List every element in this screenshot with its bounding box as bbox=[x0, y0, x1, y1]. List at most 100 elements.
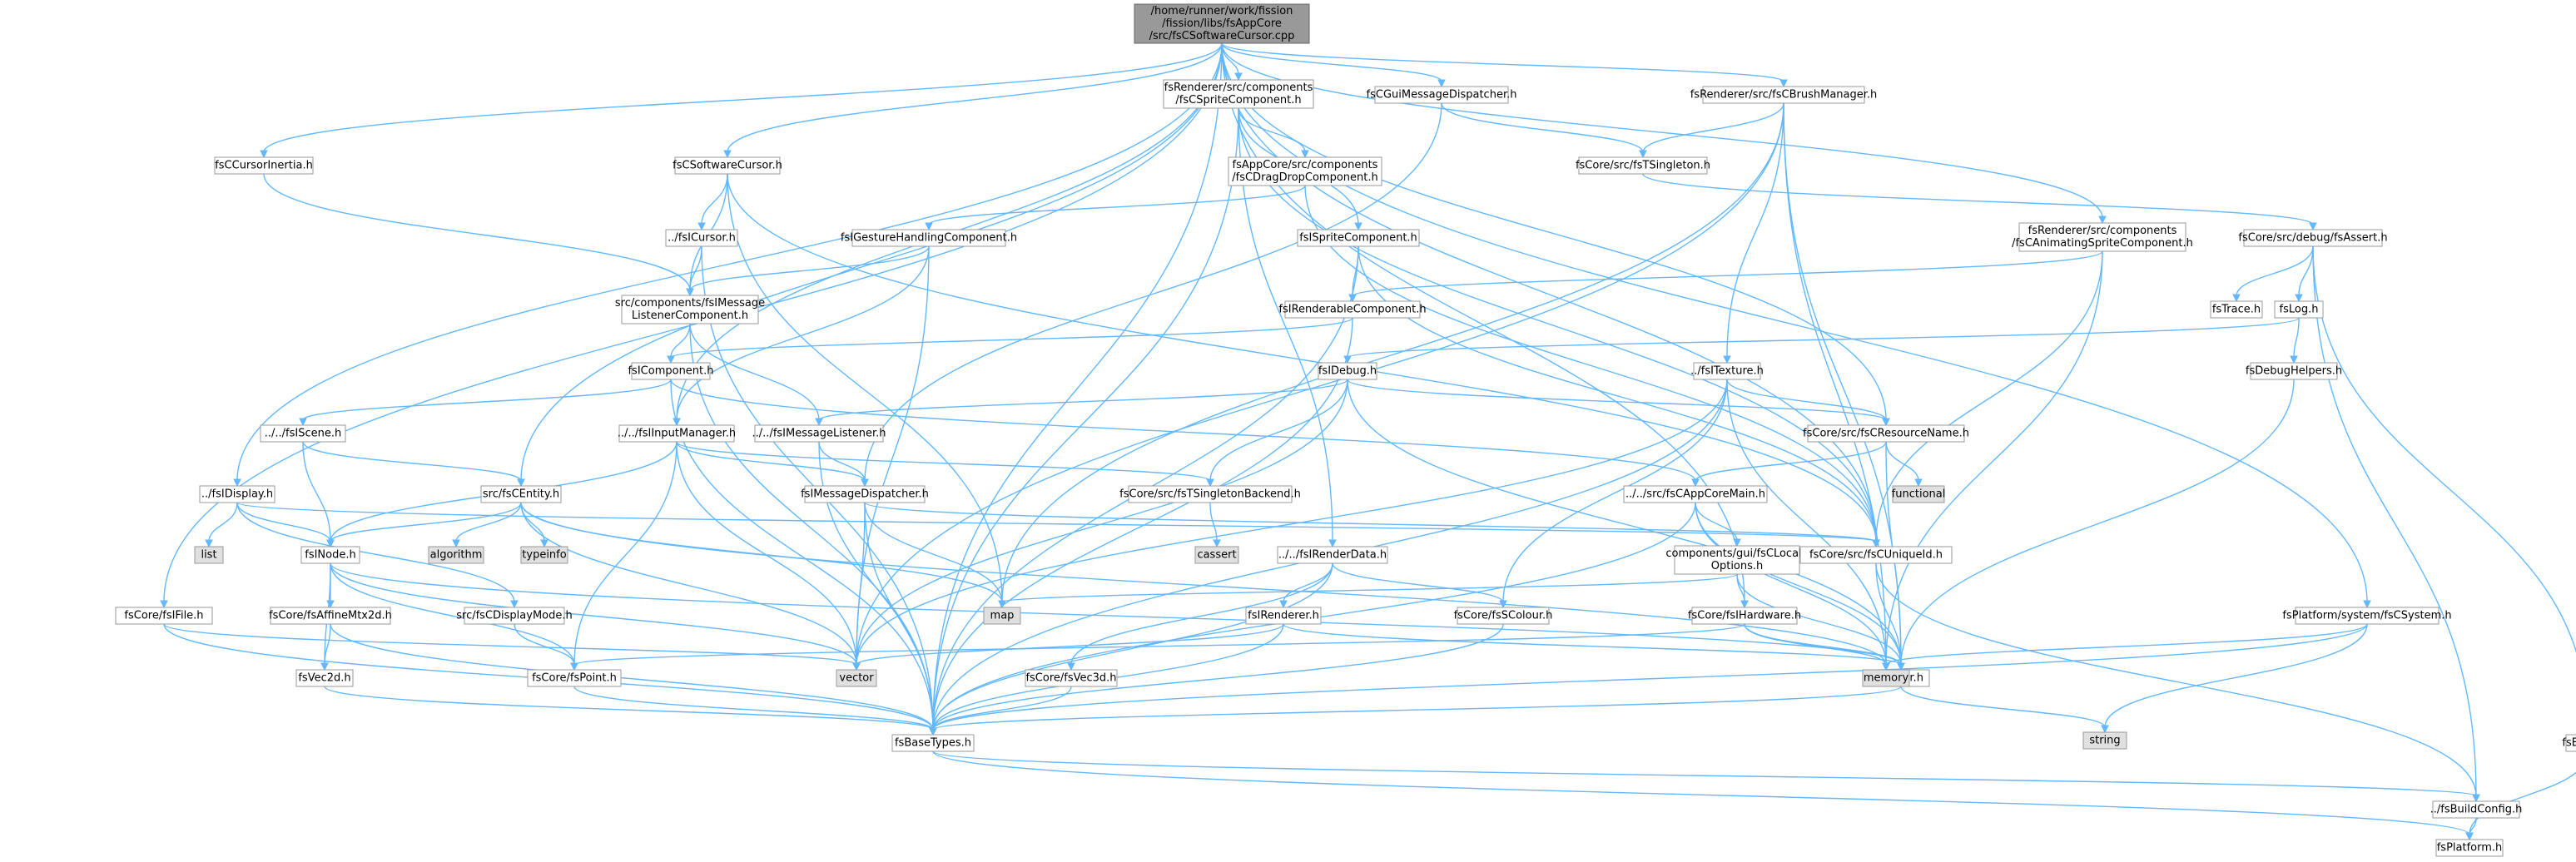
edge-n_debughelpers-to-n_fsstr bbox=[1900, 379, 2295, 666]
edge-arrowhead bbox=[1691, 478, 1700, 488]
node-label: fsRenderer/src/components bbox=[2028, 225, 2177, 237]
node-itexture[interactable]: ../fsITexture.h bbox=[1690, 362, 1764, 380]
node-log[interactable]: fsLog.h bbox=[2274, 300, 2324, 319]
node-trace[interactable]: fsTrace.h bbox=[2210, 300, 2263, 319]
edge-n_gesture-to-n_msglistenercomp bbox=[689, 245, 930, 291]
edge-n_point-to-n_basetypes bbox=[573, 686, 934, 731]
node-cursorinertia[interactable]: fsCCursorInertia.h bbox=[214, 156, 314, 175]
edge-n_gesture-to-n_inputmgr bbox=[676, 245, 930, 421]
node-box bbox=[1457, 607, 1550, 625]
node-point[interactable]: fsCore/fsPoint.h bbox=[527, 669, 622, 687]
node-spritecomp[interactable]: fsRenderer/src/components/fsCSpriteCompo… bbox=[1163, 79, 1314, 109]
node-inode[interactable]: fsINode.h bbox=[300, 546, 360, 564]
edge-n_inputmgr-to-n_point bbox=[573, 441, 678, 666]
node-label: ../fsIDisplay.h bbox=[201, 488, 273, 501]
node-resname[interactable]: fsCore/src/fsCResourceName.h bbox=[1803, 424, 1969, 443]
node-affine[interactable]: fsCore/fsAffineMtx2d.h bbox=[269, 607, 392, 625]
edge-n_isprite-to-n_uniqueid bbox=[1357, 245, 1877, 542]
node-animsprite[interactable]: fsRenderer/src/components/fsCAnimatingSp… bbox=[2012, 222, 2193, 252]
edge-n_brushmgr-to-n_fsstr bbox=[1783, 102, 1902, 666]
edge-n_icomponent-to-n_basetypes bbox=[670, 379, 934, 731]
node-debughelpers[interactable]: fsDebugHelpers.h bbox=[2246, 362, 2342, 380]
node-label: fsCore/src/fsTSingleton.h bbox=[1576, 160, 1710, 172]
node-brushmgr[interactable]: fsRenderer/src/fsCBrushManager.h bbox=[1690, 86, 1878, 104]
node-iscene[interactable]: ../../fsIScene.h bbox=[260, 424, 346, 443]
node-box bbox=[1277, 546, 1388, 564]
node-ifile[interactable]: fsCore/fsIFile.h bbox=[115, 607, 213, 625]
node-msglistener[interactable]: ../../fsIMessageListener.h bbox=[752, 424, 886, 443]
edge-n_msgdispatcher-to-n_map bbox=[864, 502, 1003, 603]
node-root[interactable]: /home/runner/work/fission/fission/libs/f… bbox=[1134, 3, 1310, 44]
node-uniqueid[interactable]: fsCore/src/fsCUniqueId.h bbox=[1799, 546, 1953, 564]
node-buildconfig[interactable]: ../fsBuildConfig.h bbox=[2430, 800, 2523, 819]
node-label: ../../fsIScene.h bbox=[265, 428, 341, 440]
node-box bbox=[2243, 229, 2383, 247]
node-displaymode[interactable]: src/fsCDisplayMode.h bbox=[456, 607, 573, 625]
node-singletonbackend[interactable]: fsCore/src/fsTSingletonBackend.h bbox=[1119, 485, 1301, 503]
node-label: ../../fsIRenderData.h bbox=[1278, 549, 1387, 562]
node-label: fsDebugHelpers.h bbox=[2246, 365, 2342, 378]
node-vector: vector bbox=[836, 669, 877, 687]
edge-n_msglistenercomp-to-n_msglistener bbox=[689, 323, 820, 421]
node-renderable[interactable]: fsIRenderableComponent.h bbox=[1278, 300, 1427, 319]
node-assert[interactable]: fsCore/src/debug/fsAssert.h bbox=[2238, 229, 2388, 247]
edge-n_singletonbackend-to-n_cassert bbox=[1209, 502, 1218, 542]
edge-arrowhead bbox=[1733, 538, 1741, 547]
edge-arrowhead bbox=[1723, 355, 1731, 364]
edge-n_spritecomp-to-n_basetypes bbox=[932, 107, 1239, 731]
edge-arrowhead bbox=[1437, 79, 1446, 88]
node-label: fsCore/fsSColour.h bbox=[1454, 610, 1553, 622]
node-isprite[interactable]: fsISpriteComponent.h bbox=[1297, 229, 1420, 247]
node-box bbox=[1578, 156, 1708, 175]
node-msglistenercomp[interactable]: src/components/fsIMessageListenerCompone… bbox=[615, 295, 765, 324]
edge-n_affine-to-n_basetypes bbox=[330, 623, 934, 731]
node-hardware[interactable]: fsCore/fsIHardware.h bbox=[1688, 607, 1801, 625]
node-renderdata[interactable]: ../../fsIRenderData.h bbox=[1277, 546, 1388, 564]
node-softcursor[interactable]: fsCSoftwareCursor.h bbox=[673, 156, 782, 175]
node-basetypes[interactable]: fsBaseTypes.h bbox=[891, 734, 975, 752]
node-centity[interactable]: src/fsCEntity.h bbox=[480, 485, 562, 503]
node-irenderer[interactable]: fsIRenderer.h bbox=[1245, 607, 1322, 625]
edge-root-to-n_guimsg bbox=[1221, 42, 1442, 82]
edge-arrowhead bbox=[815, 418, 823, 427]
node-box bbox=[2018, 222, 2186, 252]
edge-arrowhead bbox=[233, 478, 241, 488]
node-singleton[interactable]: fsCore/src/fsTSingleton.h bbox=[1576, 156, 1710, 175]
node-icursor[interactable]: ../fsICursor.h bbox=[665, 229, 738, 247]
node-vec3d[interactable]: fsCore/fsVec3d.h bbox=[1025, 669, 1118, 687]
node-algorithm: algorithm bbox=[428, 546, 484, 564]
node-box bbox=[2274, 300, 2324, 319]
node-break[interactable]: fsBreak.h bbox=[2562, 734, 2576, 752]
edge-arrowhead bbox=[1067, 662, 1075, 671]
node-vec2d[interactable]: fsVec2d.h bbox=[295, 669, 354, 687]
edge-n_centity-to-n_memory bbox=[520, 502, 1887, 666]
edge-arrowhead bbox=[723, 150, 732, 159]
node-gesture[interactable]: fsIGestureHandlingComponent.h bbox=[841, 229, 1017, 247]
edge-n_gesture-to-n_vector bbox=[856, 245, 930, 666]
node-msgdispatcher[interactable]: fsIMessageDispatcher.h bbox=[801, 485, 929, 503]
node-label: fsRenderer/src/fsCBrushManager.h bbox=[1690, 89, 1878, 102]
node-label: components/gui/fsCLocale bbox=[1665, 547, 1808, 560]
edge-arrowhead bbox=[2290, 355, 2298, 364]
node-memory: memory bbox=[1862, 669, 1910, 687]
node-idebug[interactable]: fsIDebug.h bbox=[1318, 362, 1377, 380]
edge-n_centity-to-n_inode bbox=[330, 502, 522, 542]
node-box bbox=[115, 607, 213, 625]
edge-n_itexture-to-n_vector bbox=[856, 379, 1728, 666]
node-guimsg[interactable]: fsCGuiMessageDispatcher.h bbox=[1367, 86, 1517, 104]
node-box bbox=[1297, 229, 1420, 247]
node-scolour[interactable]: fsCore/fsSColour.h bbox=[1454, 607, 1553, 625]
node-dragdrop[interactable]: fsAppCore/src/components/fsCDragDropComp… bbox=[1228, 156, 1382, 186]
node-platform[interactable]: fsPlatform.h bbox=[2435, 839, 2504, 857]
node-idisplay[interactable]: ../fsIDisplay.h bbox=[199, 485, 275, 503]
node-label: fsIRenderableComponent.h bbox=[1278, 304, 1426, 316]
node-fssystem[interactable]: fsPlatform/system/fsCSystem.h bbox=[2282, 607, 2452, 625]
edge-n_vec2d-to-n_basetypes bbox=[324, 686, 934, 731]
node-box bbox=[804, 485, 926, 503]
edge-n_msglistenercomp-to-n_icomponent bbox=[670, 323, 691, 359]
node-inputmgr[interactable]: ../../fsIInputManager.h bbox=[618, 424, 736, 443]
node-label: fsCore/src/fsCResourceName.h bbox=[1803, 428, 1969, 440]
node-icomponent[interactable]: fsIComponent.h bbox=[628, 362, 714, 380]
node-appcoremain[interactable]: ../../src/fsCAppCoreMain.h bbox=[1623, 485, 1768, 503]
